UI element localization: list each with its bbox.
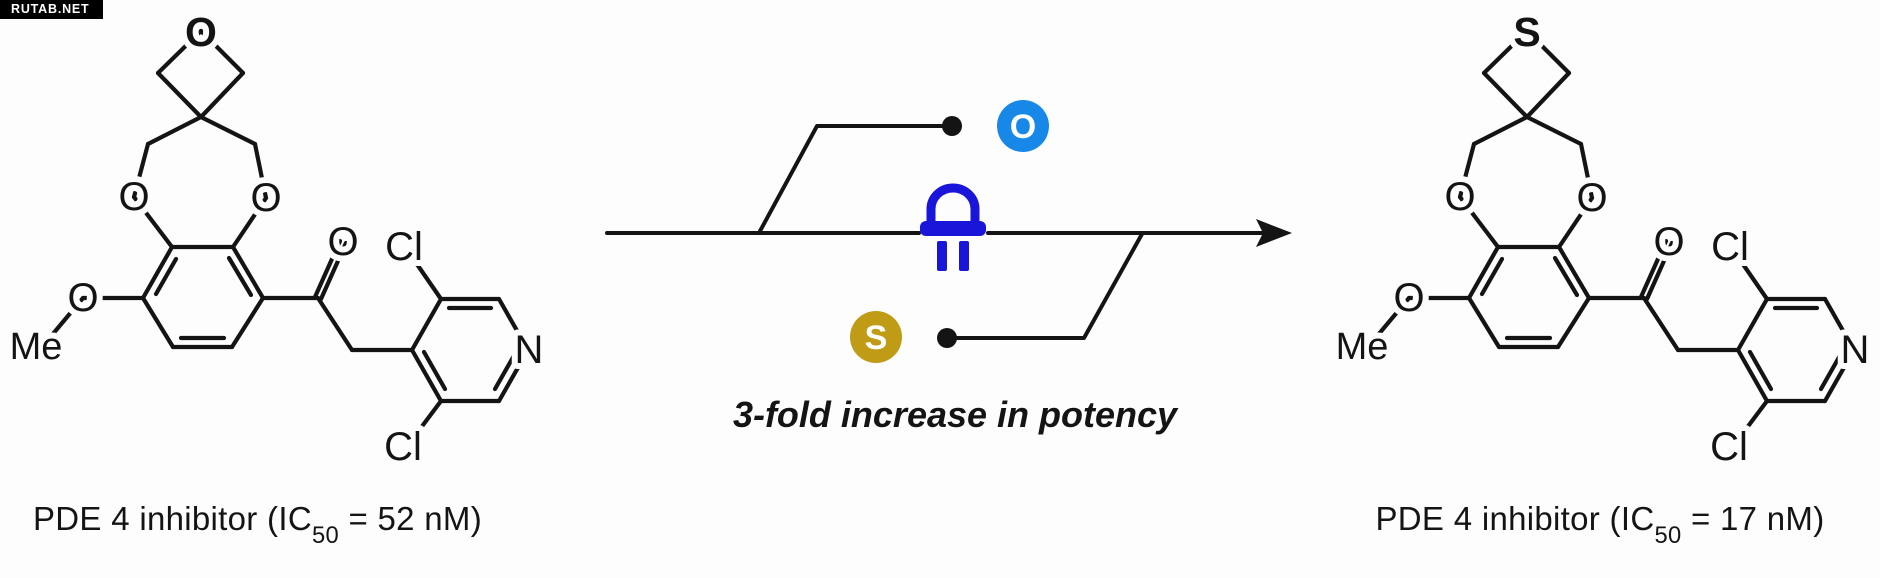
contact-dot-bottom (937, 328, 957, 348)
left-molecule-skeleton (52, 31, 528, 433)
switch-lever-top (757, 124, 954, 235)
methyl-label: Me (1336, 326, 1389, 368)
carbonyl-o-label: O (1653, 220, 1684, 264)
oxygen-badge (997, 100, 1049, 152)
dioxepine-o-left-label: O (1444, 175, 1475, 219)
left-caption: PDE 4 inhibitor (IC50 = 52 nM) (15, 500, 500, 549)
right-molecule-atoms: S O O O Me O Cl N Cl (1330, 3, 1876, 475)
dioxepine-o-right-label: O (1576, 176, 1607, 220)
chloro-top-label: Cl (1711, 225, 1749, 269)
switch-lever-bottom (955, 232, 1144, 340)
oxygen-badge-label: O (1010, 108, 1036, 146)
led-icon (920, 183, 986, 271)
thietane-sulfur-label: S (1513, 9, 1540, 55)
pyridine-n-label: N (1841, 328, 1870, 372)
sulfur-badge (850, 311, 902, 363)
watermark-badge: RUTAB.NET (0, 0, 103, 19)
left-caption-sub: 50 (311, 521, 339, 549)
left-caption-post: = 52 nM) (338, 500, 482, 537)
annotation-text: 3-fold increase in potency (732, 394, 1178, 435)
pyridine-n-label: N (515, 328, 544, 372)
oxetane-oxygen-label: O (185, 9, 217, 55)
methyl-label: Me (10, 326, 63, 368)
led-leg-left (937, 241, 947, 271)
switch-diagram: O S (605, 100, 1292, 363)
chloro-top-label: Cl (385, 225, 423, 269)
led-dome (926, 183, 980, 224)
left-molecule-atoms: O O O O Me O Cl N Cl (4, 3, 550, 475)
dioxepine-o-left-label: O (118, 175, 149, 219)
dioxepine-o-right-label: O (250, 176, 281, 220)
led-leg-right (959, 241, 969, 271)
right-caption-post: = 17 nM) (1681, 500, 1825, 537)
chloro-bottom-label: Cl (384, 425, 422, 469)
methoxy-o-label: O (67, 276, 98, 320)
carbonyl-o-label: O (327, 220, 358, 264)
left-caption-pre: PDE 4 inhibitor (IC (32, 500, 312, 537)
right-caption: PDE 4 inhibitor (IC50 = 17 nM) (1345, 500, 1855, 549)
sulfur-badge-label: S (865, 319, 888, 357)
right-molecule-skeleton (1378, 31, 1854, 433)
arrow-head (1256, 219, 1292, 247)
methoxy-o-label: O (1393, 276, 1424, 320)
contact-dot-top (942, 116, 962, 136)
right-caption-pre: PDE 4 inhibitor (IC (1375, 500, 1655, 537)
led-flange (920, 221, 986, 236)
chloro-bottom-label: Cl (1710, 425, 1748, 469)
right-caption-sub: 50 (1654, 521, 1682, 549)
